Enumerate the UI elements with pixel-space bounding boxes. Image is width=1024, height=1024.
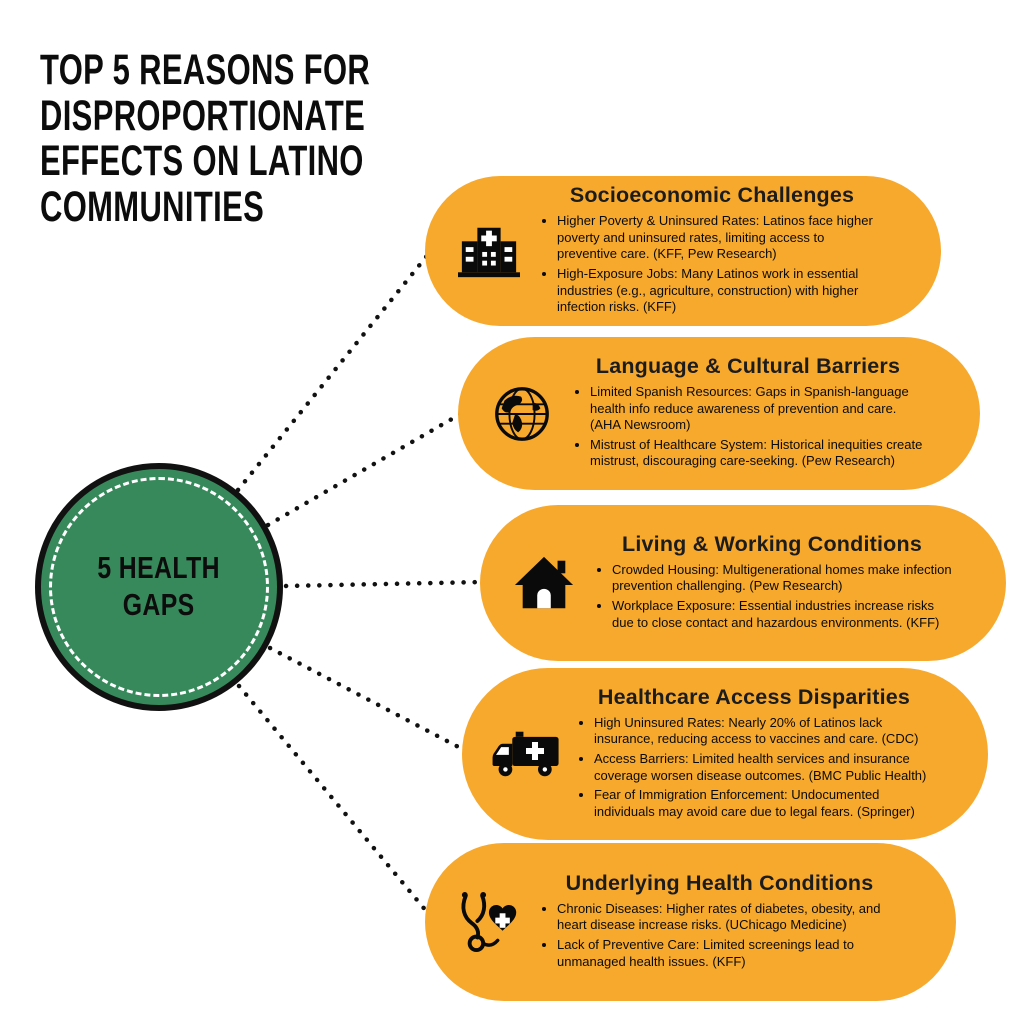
stethoscope-heart-icon [441,891,537,953]
bullet-item: Workplace Exposure: Essential industries… [612,598,952,631]
card-bullet-list: Higher Poverty & Uninsured Rates: Latino… [537,213,887,316]
card-healthcare-access-disparities: Healthcare Access Disparities High Unins… [462,668,988,840]
bullet-item: Access Barriers: Limited health services… [594,751,934,784]
bullet-item: High-Exposure Jobs: Many Latinos work in… [557,266,887,316]
card-socioeconomic-challenges: Socioeconomic Challenges Higher Poverty … [425,176,941,326]
connector-line [267,645,471,755]
page-title-line: DISPROPORTIONATE [40,91,366,140]
bullet-item: Chronic Diseases: Higher rates of diabet… [557,901,902,934]
card-body: Healthcare Access Disparities High Unins… [574,685,988,824]
ambulance-icon [478,723,574,785]
connector-line [236,683,435,921]
card-language-cultural-barriers: Language & Cultural Barriers Limited Spa… [458,337,980,490]
bullet-item: Limited Spanish Resources: Gaps in Spani… [590,384,926,434]
globe-icon [474,383,570,445]
card-body: Underlying Health Conditions Chronic Dis… [537,871,956,974]
page-title-line: EFFECTS ON LATINO [40,137,364,186]
bullet-item: Higher Poverty & Uninsured Rates: Latino… [557,213,887,263]
card-bullet-list: High Uninsured Rates: Nearly 20% of Lati… [574,715,934,821]
connector-line [283,579,487,589]
connector-line [235,249,433,493]
connector-line [265,409,467,528]
card-bullet-list: Chronic Diseases: Higher rates of diabet… [537,901,902,971]
bullet-item: Crowded Housing: Multigenerational homes… [612,562,952,595]
hospital-icon [441,220,537,282]
card-body: Language & Cultural Barriers Limited Spa… [570,354,980,473]
card-title: Socioeconomic Challenges [569,183,855,208]
center-label-line: GAPS [123,587,195,622]
card-underlying-health-conditions: Underlying Health Conditions Chronic Dis… [425,843,956,1001]
page-title-line: TOP 5 REASONS FOR [40,46,371,94]
card-bullet-list: Crowded Housing: Multigenerational homes… [592,562,952,632]
card-living-working-conditions: Living & Working Conditions Crowded Hous… [480,505,1006,661]
card-title: Language & Cultural Barriers [595,353,901,378]
center-circle: 5 HEALTH GAPS [35,463,283,711]
page-title-line: COMMUNITIES [40,182,265,231]
bullet-item: Mistrust of Healthcare System: Historica… [590,437,926,470]
center-circle-label: 5 HEALTH GAPS [98,550,221,623]
card-body: Living & Working Conditions Crowded Hous… [592,532,1006,635]
card-title: Underlying Health Conditions [565,870,874,895]
card-bullet-list: Limited Spanish Resources: Gaps in Spani… [570,384,926,470]
card-body: Socioeconomic Challenges Higher Poverty … [537,183,941,319]
house-icon [496,552,592,614]
center-circle-dashed-ring [49,477,269,697]
card-title: Living & Working Conditions [621,531,922,556]
center-label-line: 5 HEALTH [97,550,221,586]
bullet-item: High Uninsured Rates: Nearly 20% of Lati… [594,715,934,748]
card-title: Healthcare Access Disparities [597,684,911,709]
bullet-item: Fear of Immigration Enforcement: Undocum… [594,787,934,820]
bullet-item: Lack of Preventive Care: Limited screeni… [557,937,902,970]
page-title: TOP 5 REASONS FOR DISPROPORTIONATE EFFEC… [40,46,371,231]
